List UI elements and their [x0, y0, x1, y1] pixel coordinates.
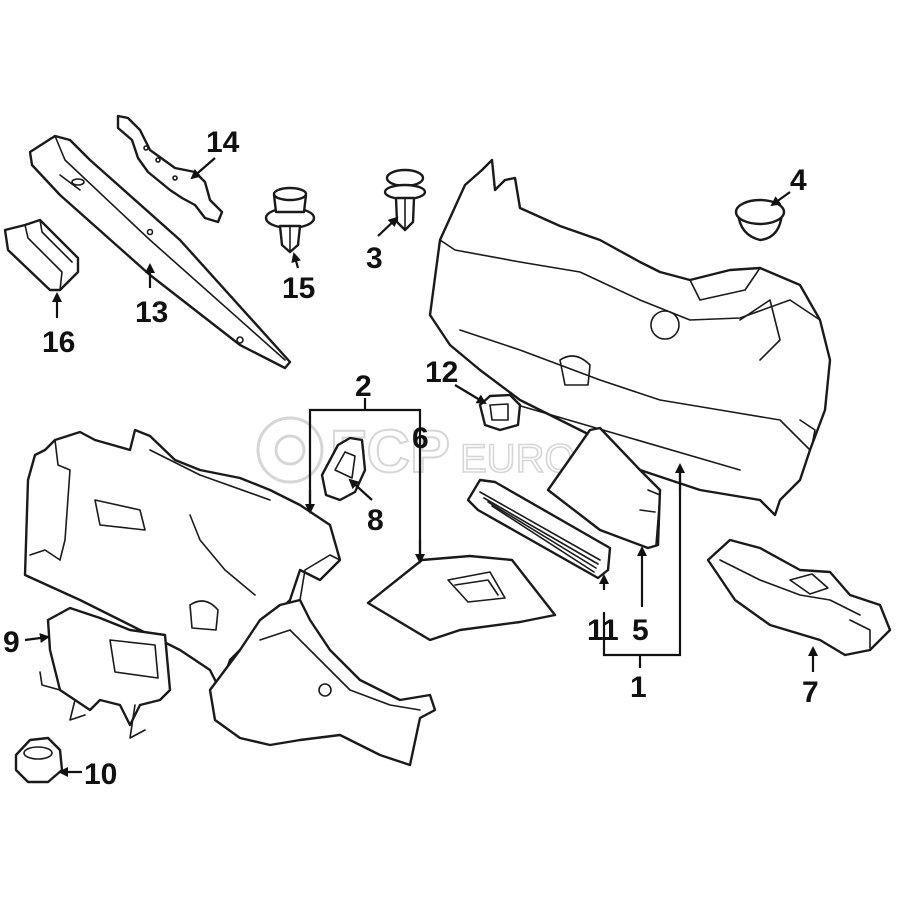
- callout-3: 3: [366, 242, 383, 275]
- callout-11: 11: [587, 614, 619, 647]
- callout-1: 1: [630, 671, 647, 704]
- part-9-bracket: [39, 606, 172, 739]
- callout-5: 5: [632, 614, 649, 647]
- part-15-push-clip: [264, 186, 316, 254]
- callout-14: 14: [206, 126, 240, 159]
- callout-8: 8: [367, 504, 384, 537]
- callout-7: 7: [802, 676, 819, 709]
- part-16-end-cap: [3, 218, 80, 292]
- callout-13: 13: [135, 296, 168, 329]
- callout-2: 2: [355, 370, 372, 403]
- callout-9: 9: [3, 626, 20, 659]
- callout-16: 16: [42, 326, 75, 359]
- part-6-storage-lid: [366, 554, 557, 642]
- part-3-push-clip: [383, 168, 427, 232]
- part-8-hook: [320, 436, 367, 502]
- callout-labels: 14 13 16 15 3 4 12 2 6 8 11 5 1 7 9 10: [3, 126, 819, 791]
- callout-15: 15: [282, 272, 315, 305]
- part-11-vent-grille: [466, 478, 612, 580]
- callout-12: 12: [425, 356, 458, 389]
- lower-wheelarch-trim: [208, 554, 437, 767]
- leader-lines: [24, 157, 818, 777]
- part-5-side-panel: [546, 426, 662, 550]
- part-7-floor-trim: [706, 538, 892, 657]
- part-10-nut: [14, 736, 64, 784]
- part-12-handle: [478, 393, 522, 432]
- part-14-bracket: [116, 114, 224, 224]
- callout-10: 10: [84, 758, 117, 791]
- part-4-plug: [734, 198, 786, 242]
- callout-6: 6: [412, 422, 429, 455]
- part-13-trim-strip: [28, 134, 292, 370]
- watermark-suffix: EURO: [460, 437, 576, 481]
- callout-4: 4: [790, 164, 807, 197]
